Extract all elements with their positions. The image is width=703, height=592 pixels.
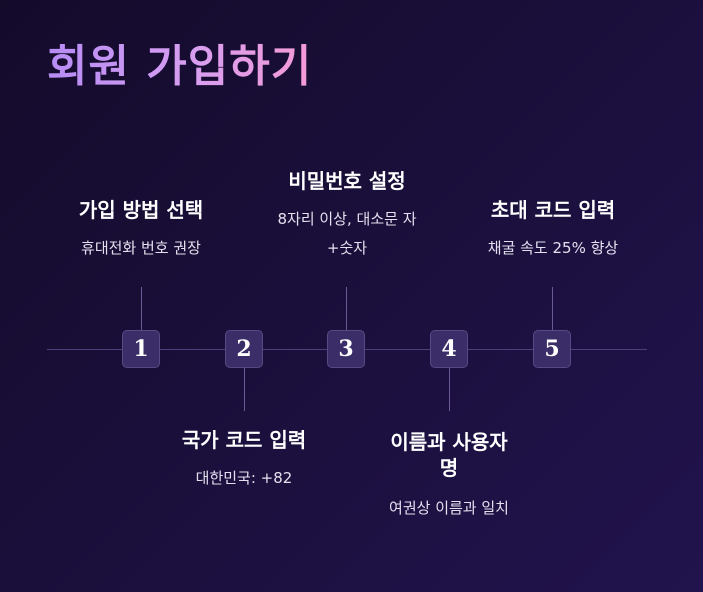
step-1-description: 휴대전화 번호 권장 bbox=[81, 239, 201, 257]
step-3-description: 8자리 이상, 대소문 자+숫자 bbox=[277, 210, 417, 257]
step-1-title: 가입 방법 선택 bbox=[78, 198, 204, 222]
page-title: 회원 가입하기 bbox=[47, 30, 312, 94]
step-4-connector bbox=[449, 368, 450, 411]
step-1-label: 가입 방법 선택 휴대전화 번호 권장 bbox=[51, 197, 231, 263]
step-2-label: 국가 코드 입력 대한민국: +82 bbox=[154, 427, 334, 493]
step-2-connector bbox=[244, 368, 245, 411]
step-4-label: 이름과 사용자 명 여권상 이름과 일치 bbox=[369, 429, 529, 523]
step-2-node: 2 bbox=[225, 330, 263, 368]
step-3-title: 비밀번호 설정 bbox=[288, 169, 406, 193]
step-3-node: 3 bbox=[327, 330, 365, 368]
step-3-label: 비밀번호 설정 8자리 이상, 대소문 자+숫자 bbox=[262, 168, 432, 263]
step-4-title: 이름과 사용자 명 bbox=[390, 430, 508, 480]
step-5-node: 5 bbox=[533, 330, 571, 368]
step-5-label: 초대 코드 입력 채굴 속도 25% 향상 bbox=[463, 197, 643, 263]
step-3-connector bbox=[346, 287, 347, 330]
step-5-description: 채굴 속도 25% 향상 bbox=[487, 239, 619, 257]
step-1-connector bbox=[141, 287, 142, 330]
step-5-title: 초대 코드 입력 bbox=[490, 198, 616, 222]
step-2-title: 국가 코드 입력 bbox=[181, 428, 307, 452]
step-4-description: 여권상 이름과 일치 bbox=[389, 499, 509, 517]
step-4-node: 4 bbox=[430, 330, 468, 368]
step-2-description: 대한민국: +82 bbox=[195, 469, 293, 487]
step-5-connector bbox=[552, 287, 553, 330]
step-1-node: 1 bbox=[122, 330, 160, 368]
